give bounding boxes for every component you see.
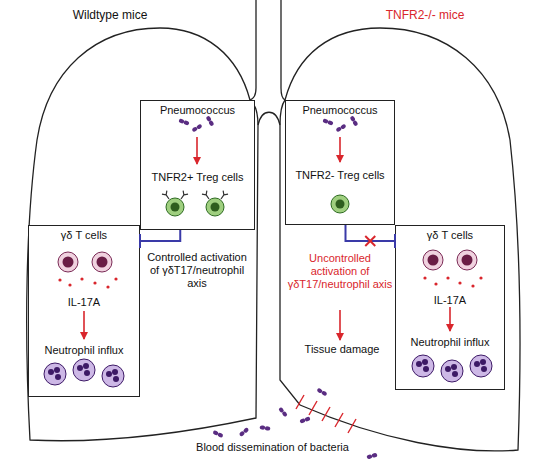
red-arrow — [83, 311, 85, 339]
box-text: Neutrophil influx — [29, 344, 139, 357]
receptor-symbol — [179, 191, 189, 201]
bacterium — [299, 416, 310, 424]
cross-stroke — [365, 236, 375, 246]
box-text: TNFR2- Treg cells — [286, 169, 394, 182]
red-arrow — [339, 310, 341, 340]
blocked-cross — [365, 236, 375, 246]
process-box: γδ T cellsIL-17A Neutrophil influx — [28, 225, 140, 397]
annotation: Controlled activation of γδT17/neutrophi… — [143, 251, 251, 290]
red-arrow — [196, 137, 198, 164]
box-text: IL-17A — [396, 294, 504, 307]
inhibition-connector — [346, 225, 396, 241]
box-text: TNFR2+ Treg cells — [141, 171, 254, 184]
bacterium — [350, 115, 359, 126]
panel-title: TNFR2-/- mice — [360, 9, 490, 22]
treg-cell — [331, 195, 349, 213]
bacterium — [239, 427, 250, 437]
red-arrow — [449, 307, 451, 331]
neutrophil — [73, 359, 95, 381]
treg-cell — [206, 198, 224, 216]
tissue-damage-hatches — [296, 395, 356, 433]
bacterium — [322, 118, 333, 126]
lung-outline-path — [27, 28, 258, 441]
bacterium — [259, 425, 270, 431]
cytokine-dots — [423, 276, 482, 287]
bacterium — [278, 407, 288, 418]
trachea-wall — [250, 0, 256, 100]
bacterium — [178, 118, 189, 126]
bacterium — [316, 388, 327, 397]
box-text: Pneumococcus — [286, 104, 394, 117]
gamma-delta-t-cell — [423, 250, 443, 270]
neutrophil — [44, 363, 66, 385]
process-box: PneumococcusTNFR2+ Treg cells — [140, 100, 255, 230]
trachea — [250, 0, 285, 125]
bacterium — [335, 124, 346, 133]
lung-outline: Wildtype micePneumococcusTNFR2+ Treg cel… — [20, 5, 262, 455]
annotation: Blood dissemination of bacteria — [185, 441, 360, 454]
process-box: γδ T cellsIL-17A Neutrophil influx — [395, 225, 505, 390]
cytokine-dots — [58, 277, 117, 288]
gamma-delta-t-cell — [92, 252, 112, 272]
gamma-delta-t-cell — [58, 252, 78, 272]
bacterium — [212, 430, 223, 438]
process-box: PneumococcusTNFR2- Treg cells — [285, 100, 395, 225]
bacterium — [191, 124, 202, 133]
receptor-symbol — [202, 191, 212, 201]
bacterium — [366, 453, 377, 460]
neutrophil — [102, 365, 124, 387]
receptor-symbol — [219, 191, 229, 201]
box-text: γδ T cells — [29, 229, 139, 242]
box-text: Pneumococcus — [141, 104, 254, 117]
lung-outline: TNFR2-/- micePneumococcusTNFR2- Treg cel… — [268, 5, 528, 458]
trachea-wall — [281, 0, 285, 100]
box-text: Neutrophil influx — [396, 336, 504, 349]
lung-outline-path — [280, 28, 520, 451]
cross-stroke — [365, 236, 375, 246]
neutrophil — [470, 355, 492, 377]
panel-title: Wildtype mice — [50, 9, 170, 22]
receptor-symbol — [162, 191, 172, 201]
annotation: Tissue damage — [297, 343, 387, 356]
box-text: IL-17A — [29, 296, 139, 309]
treg-cell — [166, 198, 184, 216]
bacterium — [206, 115, 215, 126]
inhibition-connector — [140, 230, 180, 241]
carina — [258, 112, 280, 125]
box-text: γδ T cells — [396, 229, 504, 242]
gamma-delta-t-cell — [457, 250, 477, 270]
annotation: Uncontrolled activation of γδT17/neutrop… — [286, 252, 394, 291]
neutrophil — [412, 355, 434, 377]
red-arrow — [339, 137, 341, 162]
neutrophil — [441, 360, 463, 382]
